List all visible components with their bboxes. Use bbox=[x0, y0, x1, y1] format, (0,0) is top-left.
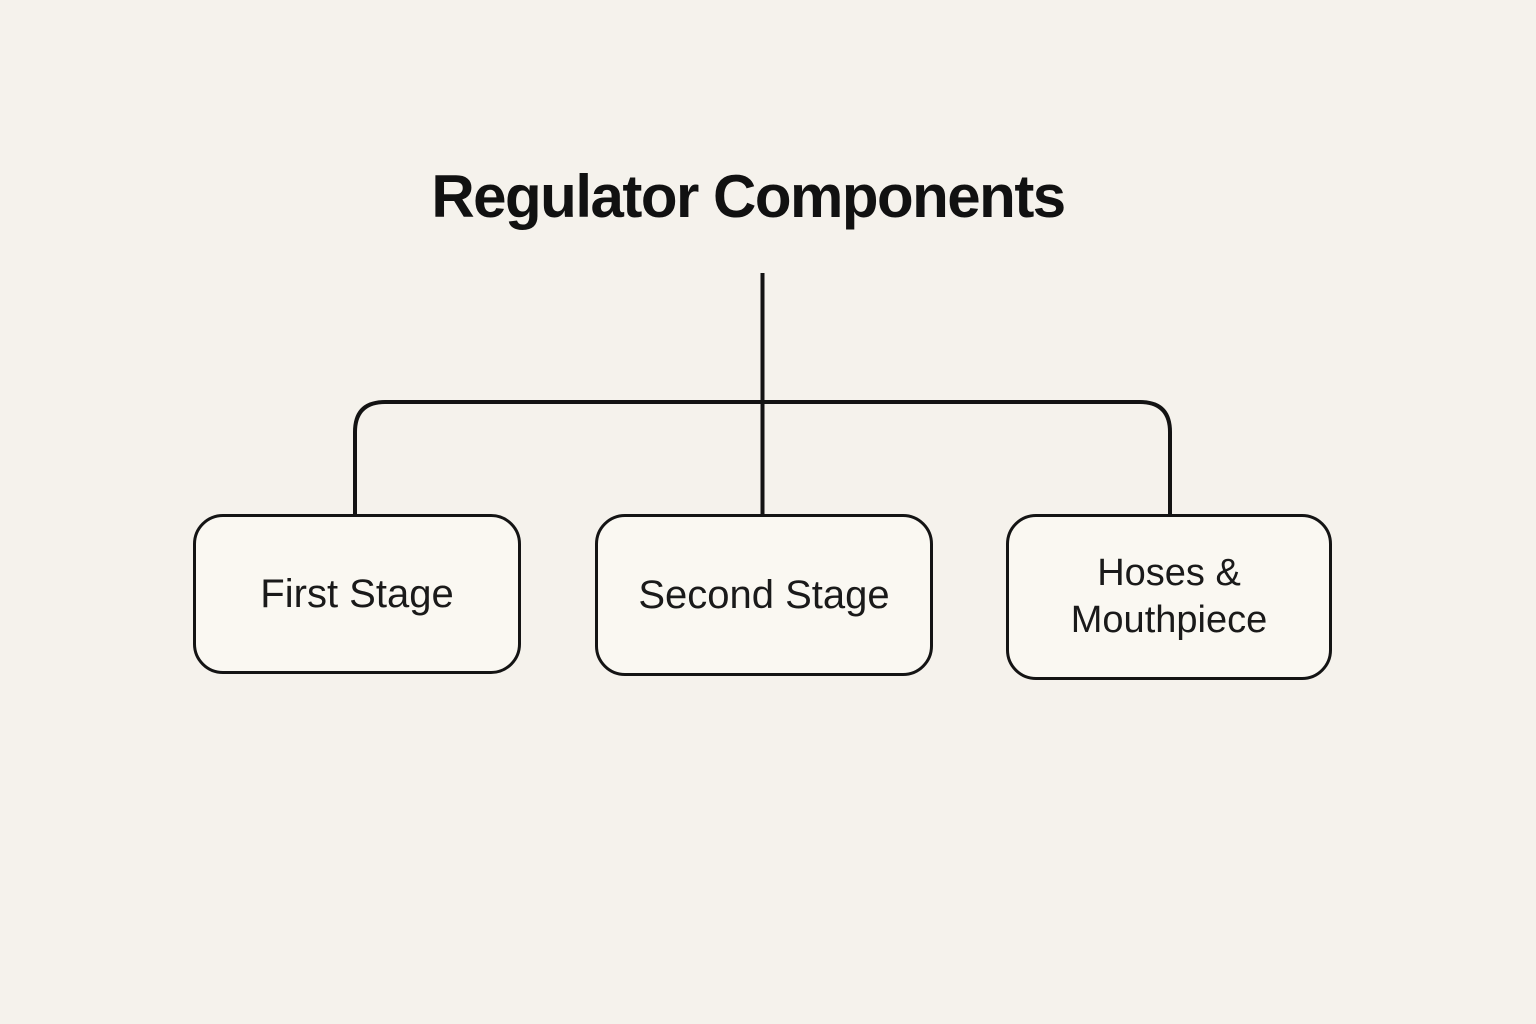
node-second-stage-label: Second Stage bbox=[638, 573, 890, 617]
node-first-stage: First Stage bbox=[193, 514, 521, 674]
node-hoses-mouthpiece: Hoses & Mouthpiece bbox=[1006, 514, 1332, 680]
connector-bracket bbox=[353, 400, 1172, 516]
page-title: Regulator Components bbox=[431, 163, 1066, 230]
node-first-stage-label: First Stage bbox=[260, 572, 454, 616]
node-hoses-mouthpiece-label: Hoses & Mouthpiece bbox=[1070, 551, 1268, 642]
node-second-stage: Second Stage bbox=[595, 514, 933, 676]
